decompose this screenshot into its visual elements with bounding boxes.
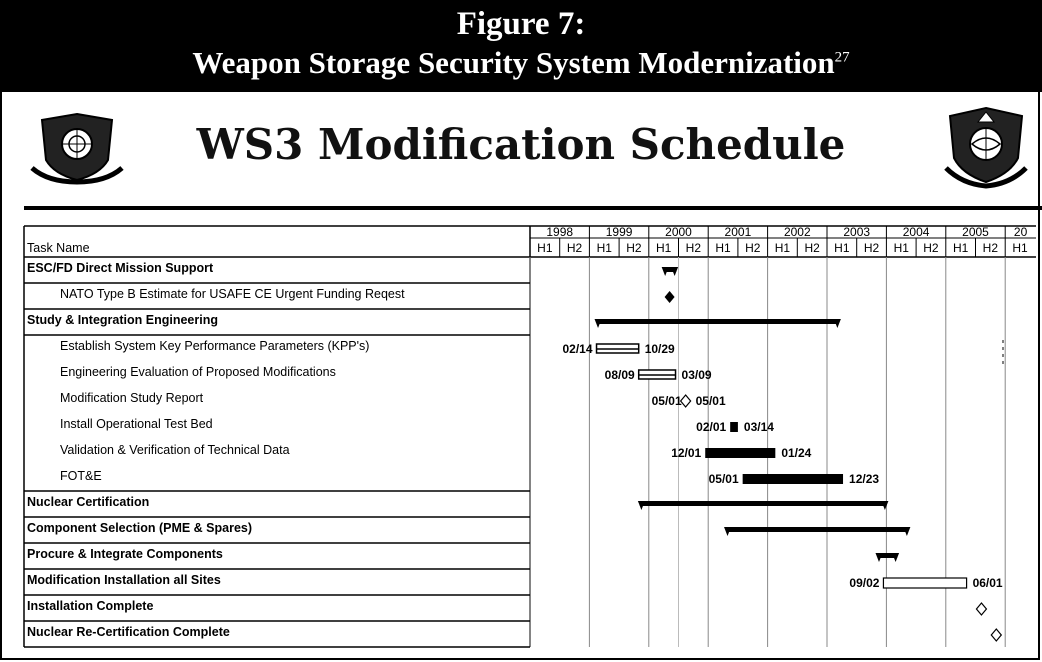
start-date-label: 12/01: [671, 446, 701, 460]
task-name: Engineering Evaluation of Proposed Modif…: [60, 365, 336, 379]
half-label: H1: [597, 241, 613, 255]
task-name: FOT&E: [60, 469, 102, 483]
start-date-label: 09/02: [849, 576, 879, 590]
summary-start-cap: [594, 319, 602, 328]
schedule-title: WS3 Modification Schedule: [196, 120, 846, 169]
right-emblem-icon: [944, 106, 1028, 189]
summary-end-cap: [881, 501, 889, 510]
figure-header: Figure 7: Weapon Storage Security System…: [0, 0, 1042, 92]
task-name: Procure & Integrate Components: [27, 547, 223, 561]
summary-start-cap: [724, 527, 732, 536]
half-label: H1: [834, 241, 850, 255]
end-date-label: 06/01: [973, 576, 1003, 590]
start-date-label: 02/01: [696, 420, 726, 434]
summary-start-cap: [661, 267, 669, 276]
half-label: H1: [775, 241, 791, 255]
task-name: Study & Integration Engineering: [27, 313, 218, 327]
half-label: H1: [715, 241, 731, 255]
task-name: Nuclear Re-Certification Complete: [27, 625, 230, 639]
year-label: 2004: [903, 225, 930, 239]
start-date-label: 08/09: [605, 368, 635, 382]
year-label: 2002: [784, 225, 811, 239]
year-label: 1999: [606, 225, 633, 239]
half-label: H1: [1012, 241, 1028, 255]
figure-title-line: Weapon Storage Security System Moderniza…: [0, 45, 1042, 81]
task-name-header: Task Name: [27, 241, 90, 255]
year-label: 2001: [725, 225, 752, 239]
milestone: [679, 394, 692, 408]
half-label: H1: [894, 241, 910, 255]
task-bar: [882, 577, 968, 589]
figure-footnote: 27: [834, 49, 850, 66]
half-label: H1: [537, 241, 553, 255]
summary-end-cap: [671, 267, 679, 276]
summary-end-cap: [903, 527, 911, 536]
task-name: Installation Complete: [27, 599, 153, 613]
end-date-label: 12/23: [849, 472, 879, 486]
half-label: H2: [686, 241, 702, 255]
summary-end-cap: [833, 319, 841, 328]
task-name: NATO Type B Estimate for USAFE CE Urgent…: [60, 287, 405, 301]
task-name: Modification Study Report: [60, 391, 204, 405]
task-bar: [705, 448, 776, 458]
summary-start-cap: [875, 553, 883, 562]
milestone: [664, 291, 675, 303]
figure-frame: [0, 92, 1040, 660]
year-label: 2000: [665, 225, 692, 239]
summary-bar: [877, 553, 898, 558]
half-label: H2: [745, 241, 761, 255]
half-label: H2: [864, 241, 880, 255]
end-date-label: 01/24: [781, 446, 811, 460]
year-label: 20: [1014, 225, 1028, 239]
half-label: H2: [923, 241, 939, 255]
year-label: 2005: [962, 225, 989, 239]
half-label: H2: [983, 241, 999, 255]
task-name: ESC/FD Direct Mission Support: [27, 261, 214, 275]
task-bar: [742, 474, 844, 484]
end-date-label: 03/14: [744, 420, 774, 434]
milestone: [975, 602, 988, 616]
summary-start-cap: [637, 501, 645, 510]
figure-title: Weapon Storage Security System Moderniza…: [192, 45, 835, 80]
summary-bar: [663, 267, 677, 272]
task-name: Modification Installation all Sites: [27, 573, 221, 587]
summary-bar: [639, 501, 887, 506]
half-label: H2: [626, 241, 642, 255]
start-date-label: 02/14: [562, 342, 592, 356]
left-emblem-icon: [30, 112, 124, 185]
end-date-label: 10/29: [645, 342, 675, 356]
task-name: Validation & Verification of Technical D…: [60, 443, 290, 457]
milestone: [990, 628, 1003, 642]
summary-end-cap: [892, 553, 900, 562]
summary-bar: [726, 527, 909, 532]
title-rule: [24, 206, 1042, 210]
half-label: H1: [656, 241, 672, 255]
task-name: Establish System Key Performance Paramet…: [60, 339, 369, 353]
half-label: H2: [804, 241, 820, 255]
task-name: Component Selection (PME & Spares): [27, 521, 252, 535]
task-name: Nuclear Certification: [27, 495, 149, 509]
summary-bar: [596, 319, 839, 324]
end-date-label: 03/09: [682, 368, 712, 382]
half-label: H2: [567, 241, 583, 255]
figure-label: Figure 7:: [456, 6, 586, 42]
end-date-label: 05/01: [696, 394, 726, 408]
half-label: H1: [953, 241, 969, 255]
task-bar: [730, 422, 738, 432]
task-name: Install Operational Test Bed: [60, 417, 213, 431]
start-date-label: 05/01: [652, 394, 682, 408]
year-label: 2003: [843, 225, 870, 239]
start-date-label: 05/01: [709, 472, 739, 486]
year-label: 1998: [546, 225, 573, 239]
